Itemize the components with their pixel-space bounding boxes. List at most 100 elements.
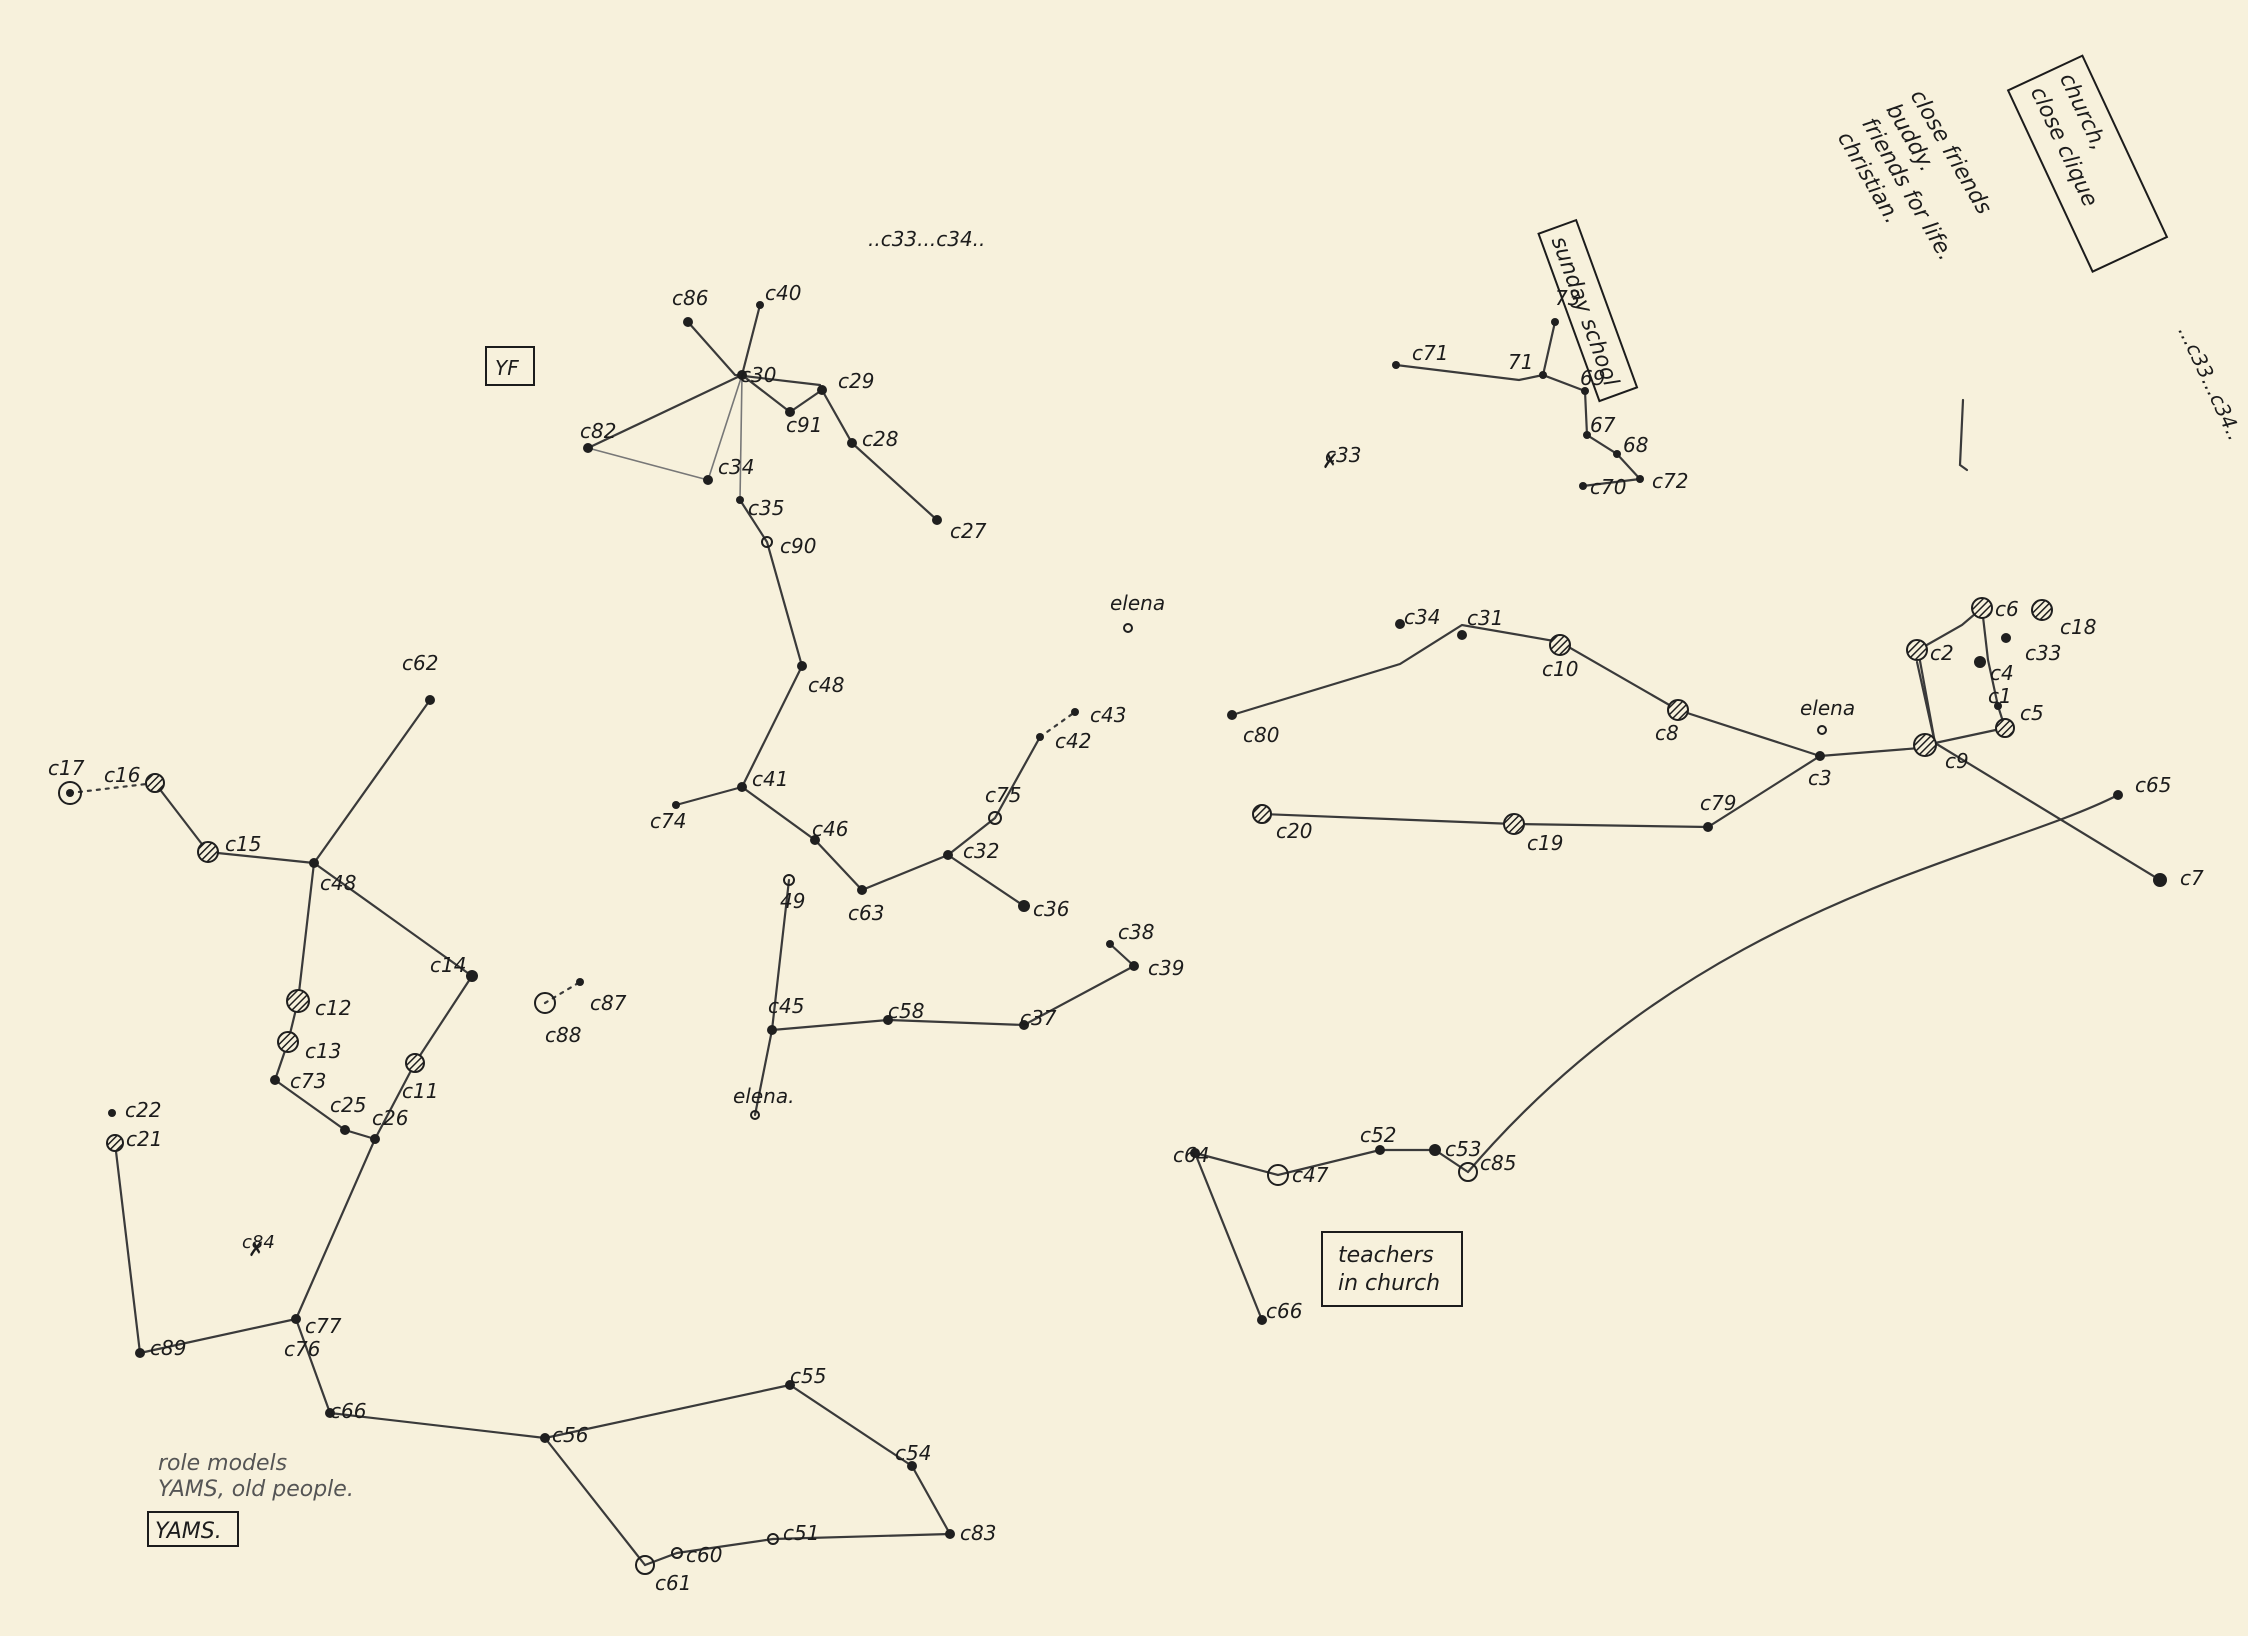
- edge-c51-c61: [643, 1537, 775, 1567]
- label-c41: c41: [752, 767, 788, 791]
- edge-c83-c51: [771, 1532, 952, 1541]
- edge-c16-c15: [153, 781, 210, 854]
- edge-c65-c85: [1466, 793, 2120, 1174]
- node-c53: [1429, 1144, 1441, 1156]
- node-c3: [1815, 751, 1825, 761]
- label-c75: c75: [985, 783, 1021, 807]
- node-c71a: [1392, 361, 1400, 369]
- label-c28: c28: [862, 427, 898, 451]
- label-c85: c85: [1480, 1151, 1516, 1175]
- edge-c42-c43: [1038, 710, 1077, 739]
- node-c48: [309, 858, 319, 868]
- label-c12: c12: [315, 996, 351, 1020]
- node-c29: [817, 385, 827, 395]
- node-elena1: [750, 1110, 760, 1120]
- label-c86: c86: [672, 286, 708, 310]
- label-elena2: elena: [1110, 591, 1165, 615]
- labels: c17 c16 c15 c48 c62 c12 c13 c73 c25 c26 …: [48, 227, 2204, 1595]
- node-c47: [1267, 1164, 1289, 1186]
- edge-c29-c28-c27: [820, 388, 939, 522]
- node-c55: [785, 1380, 795, 1390]
- node-c79: [1703, 822, 1713, 832]
- label-c30: c30: [740, 363, 776, 387]
- node-c86: [683, 317, 693, 327]
- label-c54: c54: [895, 1441, 931, 1465]
- label-c22: c22: [125, 1098, 161, 1122]
- label-c46: c46: [812, 817, 848, 841]
- group-notes: sunday school church, close clique close…: [147, 54, 2248, 1547]
- label-c43: c43: [1090, 703, 1126, 727]
- label-c40: c40: [765, 281, 801, 305]
- node-c85: [1458, 1162, 1478, 1182]
- label-c87: c87: [590, 991, 627, 1015]
- label-c14: c14: [430, 953, 466, 977]
- node-c58: [883, 1015, 893, 1025]
- label-c65: c65: [2135, 773, 2171, 797]
- node-c83: [945, 1529, 955, 1539]
- label-c16: c16: [104, 763, 140, 787]
- label-c66: c66: [330, 1399, 366, 1423]
- edge-c48-c12: [296, 861, 316, 1003]
- node-c8: [1667, 699, 1689, 721]
- node-c33c: [2001, 633, 2011, 643]
- label-c62: c62: [402, 651, 438, 675]
- edge-church-arrow: [1958, 398, 1969, 472]
- edge-c71a-71: [1394, 363, 1545, 382]
- edge-c77-c66: [294, 1317, 332, 1415]
- edge-c55-c54: [788, 1383, 914, 1468]
- label-c33b: c33: [1325, 443, 1361, 467]
- node-c7: [2153, 873, 2167, 887]
- edge-c64-c47-c52-c53-c85: [1193, 1148, 1470, 1177]
- label-c37: c37: [1020, 1006, 1057, 1030]
- node-c26: [370, 1134, 380, 1144]
- label-c63: c63: [848, 901, 884, 925]
- edge-c80-c34-c31-c10-c8-c3: [1230, 623, 1822, 758]
- edge-c13-c26: [273, 1040, 377, 1141]
- label-c33-c34-top: ..c33...c34..: [868, 227, 985, 251]
- edge-c89-c77: [138, 1317, 298, 1355]
- label-teachers-2: in church: [1338, 1271, 1440, 1296]
- node-c31: [1457, 630, 1467, 640]
- label-c9: c9: [1945, 749, 1969, 773]
- church-close-clique-note: church, close clique: [2006, 54, 2169, 273]
- node-c39: [1129, 961, 1139, 971]
- node-c13: [277, 1031, 299, 1053]
- node-c5: [1995, 718, 2015, 738]
- node-c34a: [703, 475, 713, 485]
- node-c6: [1971, 597, 1993, 619]
- node-c38: [1106, 940, 1114, 948]
- node-c37: [1019, 1020, 1029, 1030]
- node-c66: [325, 1408, 335, 1418]
- node-c84-cross: ✗: [248, 1237, 265, 1261]
- label-c33-c34-right: ...c33...c34..: [2173, 322, 2247, 444]
- yams-box: [147, 1511, 239, 1547]
- edge-faint-c34: [587, 374, 743, 501]
- edge-c91-c29: [788, 388, 824, 414]
- label-c83: c83: [960, 1521, 996, 1545]
- edge-c88-c87: [543, 980, 582, 1005]
- label-c60: c60: [686, 1543, 722, 1567]
- edge-c56-c55: [543, 1383, 792, 1440]
- label-c32: c32: [963, 839, 999, 863]
- label-c7: c7: [2180, 866, 2204, 890]
- node-c11: [405, 1053, 425, 1073]
- node-c51: [767, 1533, 779, 1545]
- edge-c63-c32: [860, 853, 950, 892]
- edge-c17-c16: [68, 781, 157, 795]
- label-c76: c76: [284, 1337, 320, 1361]
- label-c48: c48: [320, 871, 356, 895]
- node-c45: [767, 1025, 777, 1035]
- node-c33b-cross: ✗: [1322, 449, 1339, 473]
- node-c18: [2031, 599, 2053, 621]
- label-c4: c4: [1990, 661, 2014, 685]
- node-c17: [58, 781, 82, 805]
- node-c12: [286, 989, 310, 1013]
- label-c51: c51: [783, 1521, 819, 1545]
- label-c77: c77: [305, 1314, 342, 1338]
- node-c61: [635, 1555, 655, 1575]
- node-c54: [907, 1461, 917, 1471]
- node-elena3: [1817, 725, 1827, 735]
- label-c5: c5: [2020, 701, 2044, 725]
- node-c17-center: [66, 789, 74, 797]
